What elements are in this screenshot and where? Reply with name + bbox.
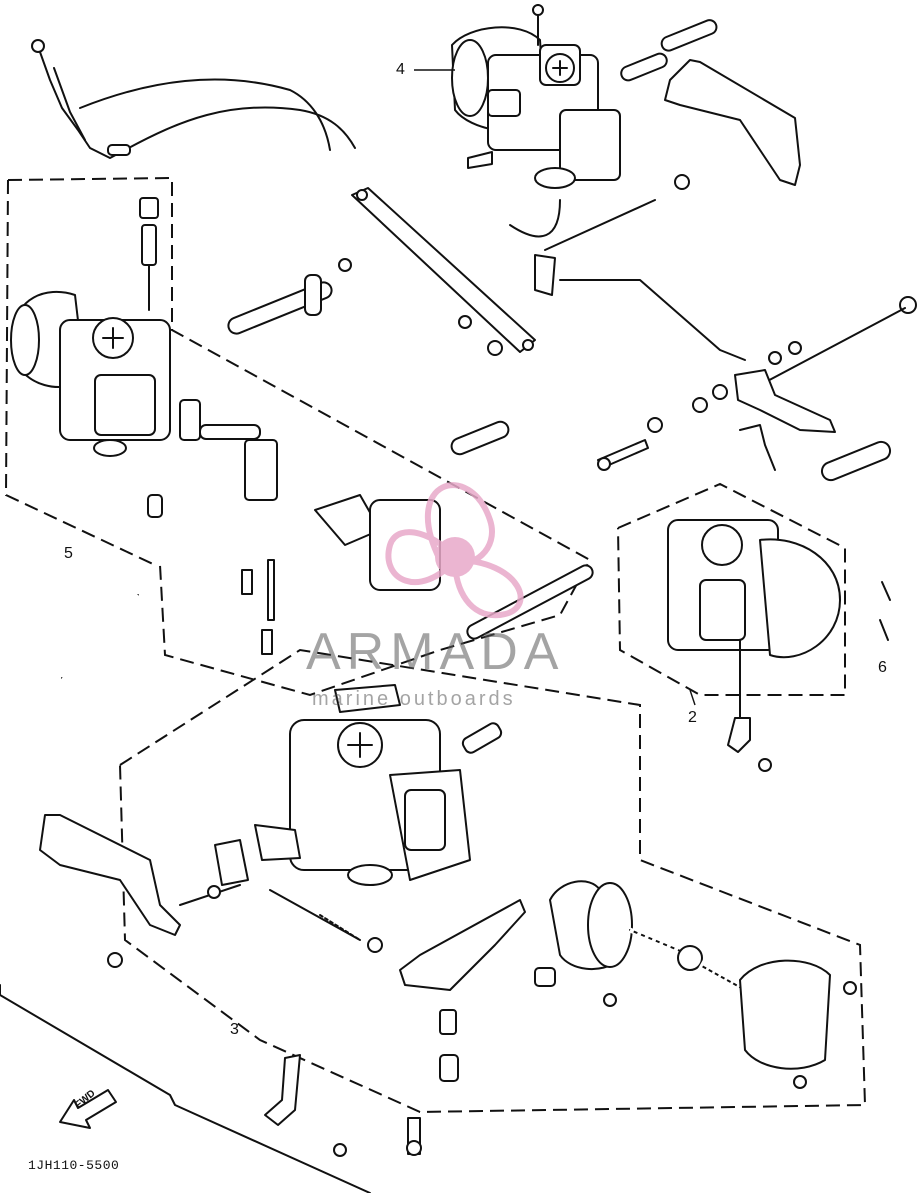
bottom-linkage — [179, 824, 383, 953]
choke-plunger-assembly — [179, 399, 441, 591]
carburetor-3 — [289, 684, 471, 886]
callout-3: 3 — [230, 1021, 239, 1038]
callout-5: 5 — [64, 545, 73, 562]
assembly-boundary-3 — [119, 648, 867, 1114]
fuel-tee-pipe — [227, 274, 333, 335]
callout-6: 6 — [878, 659, 887, 676]
armada-logo-mark — [385, 482, 524, 619]
assembly-boundary-2 — [617, 482, 846, 696]
mounting-bracket-lower-left — [39, 814, 181, 936]
control-rods — [509, 199, 906, 386]
throttle-cable — [31, 39, 356, 159]
throttle-link-plate — [351, 187, 536, 353]
screws — [107, 151, 857, 1157]
callout-4: 4 — [396, 61, 405, 78]
forward-arrow-icon — [59, 1089, 117, 1129]
vacuum-chamber — [549, 880, 831, 1070]
small-fittings — [338, 174, 917, 433]
assembly-boundary-5 — [4, 176, 592, 697]
carburetor-5 — [10, 197, 171, 457]
carb-2-leader — [689, 689, 696, 706]
drain-hose — [60, 494, 163, 683]
mounting-bracket-lower-center — [399, 899, 526, 991]
pin-set-6 — [879, 581, 891, 641]
frame-outline — [0, 984, 371, 1193]
lower-lever — [264, 1054, 301, 1126]
mounting-bracket-upper — [664, 59, 801, 186]
callout-2: 2 — [688, 709, 697, 726]
carburetor-2 — [667, 519, 841, 753]
fuel-joint-hoses — [450, 19, 892, 482]
carburetor-4 — [451, 4, 621, 189]
choke-lever — [734, 369, 836, 471]
watermark-brand: ARMADA — [306, 623, 565, 681]
jets-and-springs — [439, 722, 556, 1082]
watermark-tagline: marine outboards — [312, 688, 516, 710]
drawing-code: 1JH110-5500 — [28, 1158, 120, 1173]
fuel-pipe-middle — [466, 564, 594, 640]
